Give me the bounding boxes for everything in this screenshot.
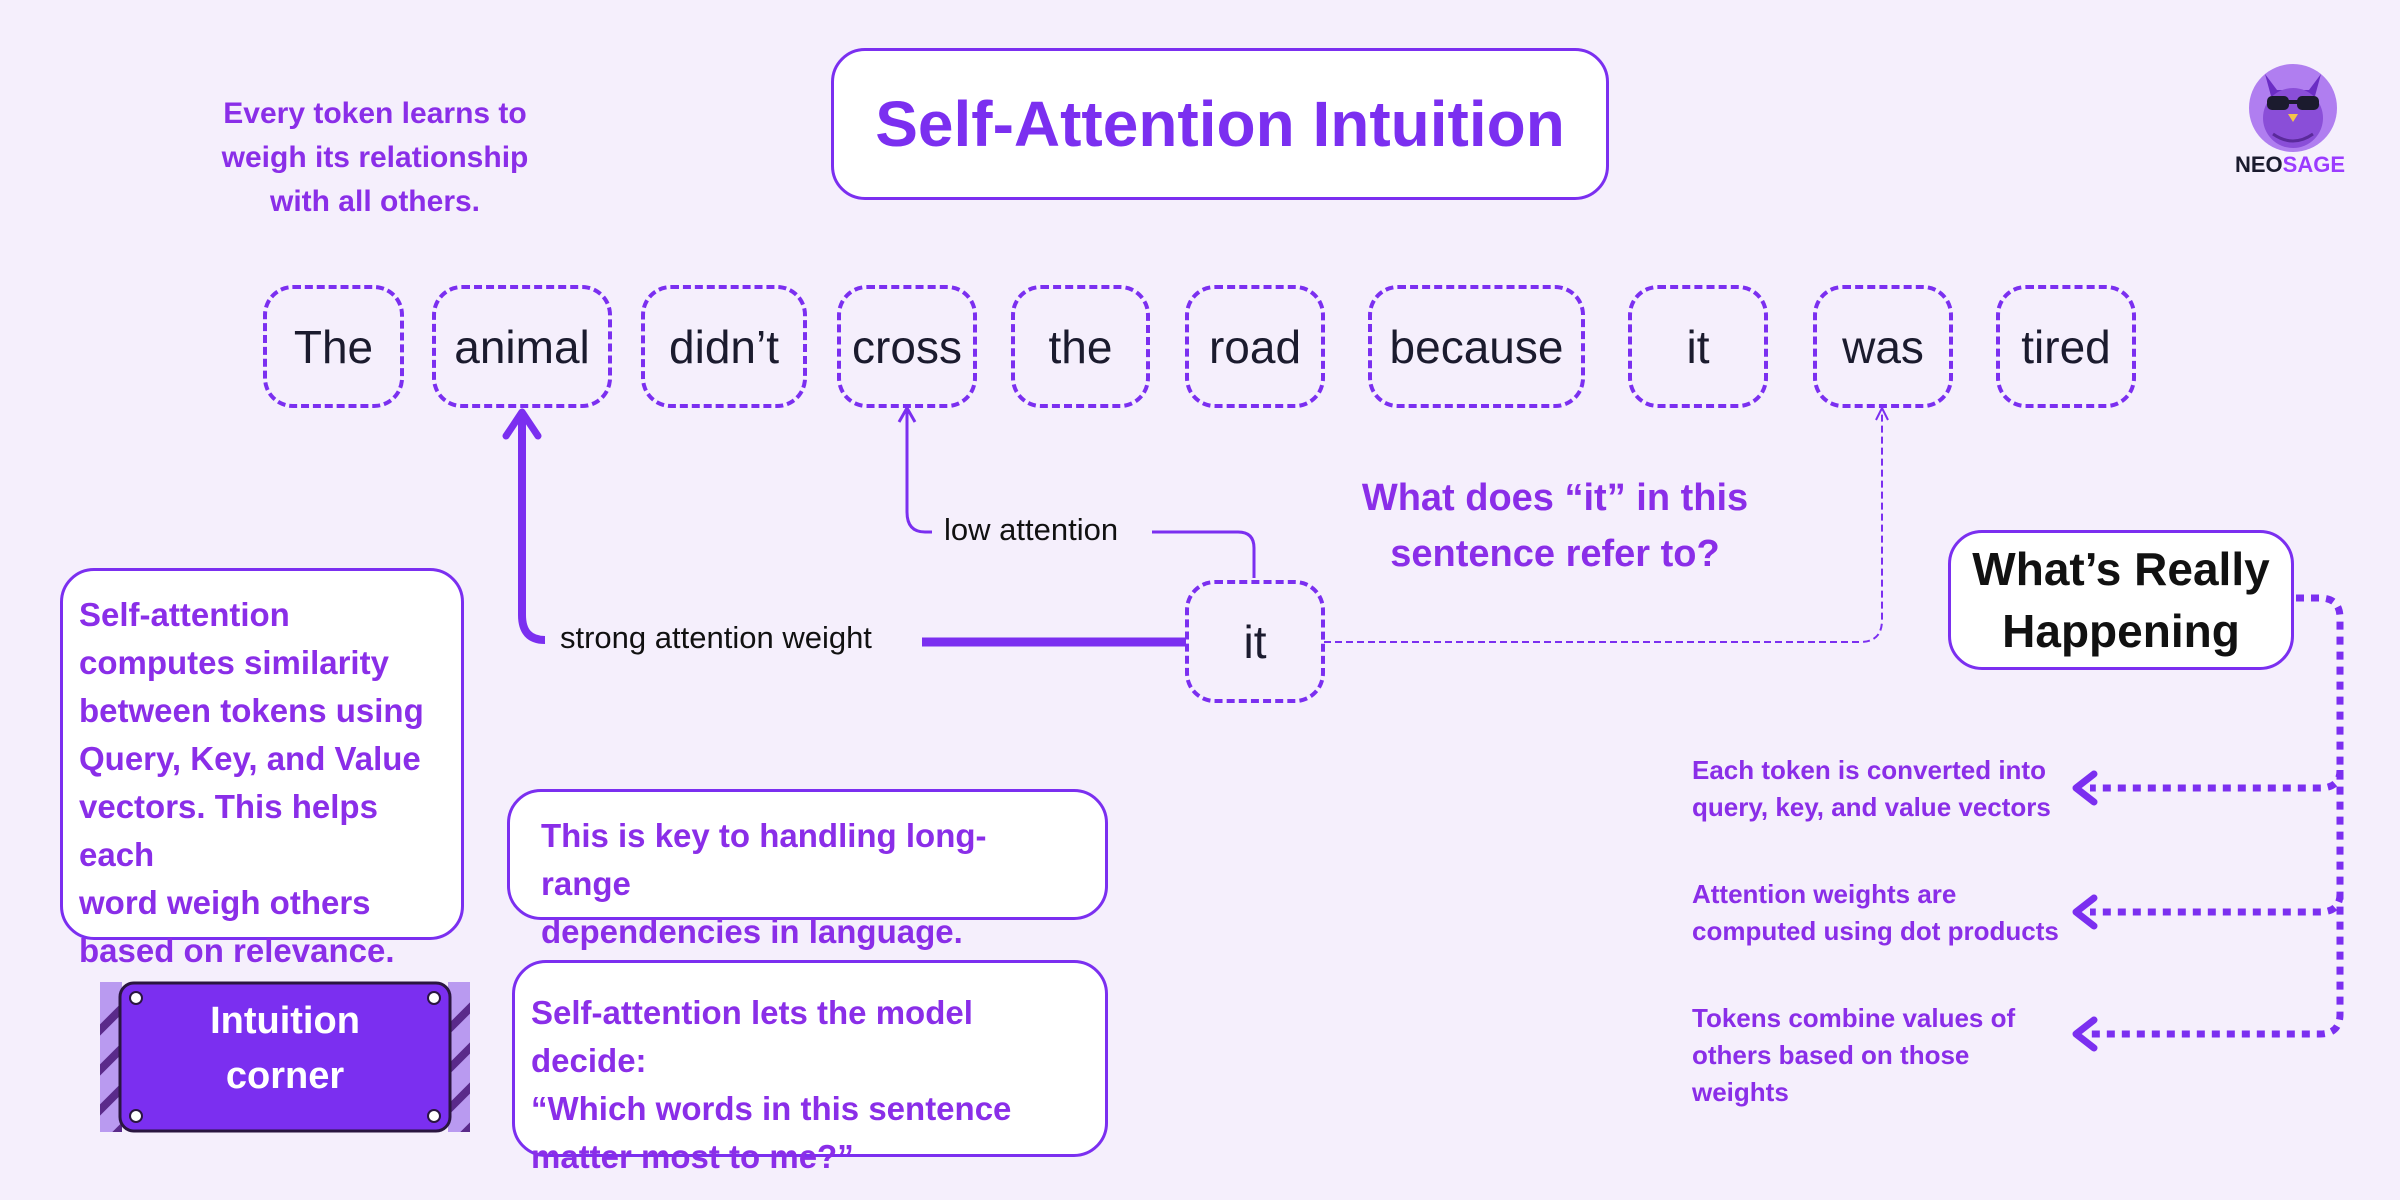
owl-icon	[2249, 64, 2337, 152]
happening-bracket	[2072, 594, 2344, 1052]
was-attention-arrow	[1324, 405, 1889, 643]
token-text: tired	[2021, 320, 2111, 373]
corner-line: corner	[225, 1055, 345, 1097]
tagline-line: weigh its relationship	[221, 141, 529, 174]
similarity-explanation-box: Self-attention computes similarity betwe…	[60, 568, 464, 969]
token-text: was	[1842, 320, 1924, 373]
brand-logo-text: NEOSAGE	[2230, 152, 2350, 178]
step-line: Tokens combine values of	[1692, 1003, 2016, 1033]
box-line: between tokens using	[79, 692, 424, 729]
low-attention-arrow	[897, 406, 1256, 578]
step-line: query, key, and value vectors	[1692, 792, 2051, 822]
strong-attention-arrow	[502, 408, 1186, 647]
token-text: road	[1208, 320, 1302, 373]
focus-token-text: it	[1243, 615, 1267, 668]
box-line: This is key to handling long-range	[541, 817, 987, 902]
token: was	[1813, 285, 1953, 408]
step-item: Tokens combine values of others based on…	[1692, 1000, 2072, 1111]
token: tired	[1996, 285, 2136, 408]
page-title: Self-Attention Intuition	[875, 88, 1565, 160]
token-text: it	[1686, 320, 1710, 373]
box-line: word weigh others	[79, 884, 371, 921]
brand-part-1: NEO	[2234, 152, 2283, 177]
token-text: the	[1048, 320, 1113, 373]
token: road	[1185, 285, 1325, 408]
token-text: animal	[454, 320, 590, 373]
strong-attention-label: strong attention weight	[560, 620, 872, 655]
tagline-line: with all others.	[269, 185, 481, 218]
box-line: “Which words in this sentence	[531, 1090, 1012, 1127]
model-decides-box: Self-attention lets the model decide: “W…	[512, 960, 1108, 1175]
box-line: Self-attention	[79, 596, 290, 633]
long-range-box: This is key to handling long-range depen…	[507, 789, 1108, 950]
token: because	[1368, 285, 1585, 408]
focus-token: it	[1185, 580, 1325, 703]
happening-title-box: What’s Really Happening	[1948, 530, 2294, 670]
step-line: Each token is converted into	[1692, 755, 2046, 785]
step-line: others based on those weights	[1692, 1040, 1970, 1107]
question-text: What does “it” in this sentence refer to…	[1330, 470, 1780, 582]
happening-title-line: What’s Really	[1972, 543, 2270, 595]
step-line: computed using dot products	[1692, 916, 2059, 946]
token: cross	[837, 285, 977, 408]
step-line: Attention weights are	[1692, 879, 1957, 909]
box-line: Self-attention lets the model decide:	[531, 994, 973, 1079]
box-line: Query, Key, and Value	[79, 740, 421, 777]
intuition-corner-label: Intuition corner	[120, 994, 450, 1104]
step-item: Each token is converted into query, key,…	[1692, 752, 2072, 826]
brand-part-2: SAGE	[2282, 152, 2346, 177]
tagline: Every token learns to weigh its relation…	[190, 92, 560, 224]
token-text: didn’t	[669, 320, 779, 373]
token: didn’t	[641, 285, 807, 408]
token-text: because	[1389, 320, 1564, 373]
step-item: Attention weights are computed using dot…	[1692, 876, 2072, 950]
corner-line: Intuition	[210, 1000, 360, 1042]
low-attention-label: low attention	[944, 512, 1119, 547]
title-box: Self-Attention Intuition	[831, 48, 1609, 200]
token-text: cross	[852, 320, 962, 373]
tagline-line: Every token learns to	[223, 97, 527, 130]
happening-title-line: Happening	[2002, 605, 2240, 657]
token: animal	[432, 285, 612, 408]
token-text: The	[293, 320, 374, 373]
box-line: vectors. This helps each	[79, 788, 378, 873]
question-line: What does “it” in this	[1361, 477, 1749, 519]
box-line: matter most to me?”	[531, 1138, 854, 1175]
box-line: dependencies in language.	[541, 913, 963, 950]
token: the	[1011, 285, 1150, 408]
box-line: based on relevance.	[79, 932, 395, 969]
token: The	[263, 285, 404, 408]
intuition-corner-plaque	[100, 981, 470, 1133]
token: it	[1628, 285, 1768, 408]
question-line: sentence refer to?	[1390, 533, 1720, 575]
box-line: computes similarity	[79, 644, 389, 681]
